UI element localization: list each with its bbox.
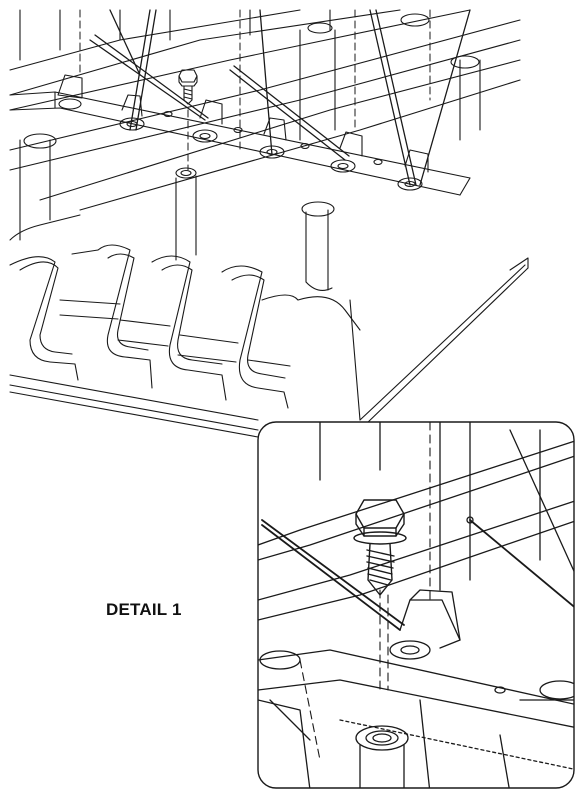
hex-screw-icon [178, 69, 198, 105]
detail-hex-screw-icon [353, 499, 407, 596]
upright-lines [19, 9, 481, 241]
bracket-tabs [57, 74, 429, 191]
support-posts [175, 175, 333, 291]
tie-rods [89, 9, 471, 186]
detail-label: DETAIL 1 [106, 600, 182, 619]
washer-icon [355, 725, 409, 751]
base-flange [9, 257, 529, 438]
bracket-bar [9, 91, 471, 196]
top-rails [9, 9, 521, 211]
channels [9, 214, 361, 409]
detail-inset [257, 421, 575, 789]
main-assembly-view [9, 9, 529, 438]
post-caps [23, 13, 480, 217]
hidden-lines [79, 9, 431, 171]
